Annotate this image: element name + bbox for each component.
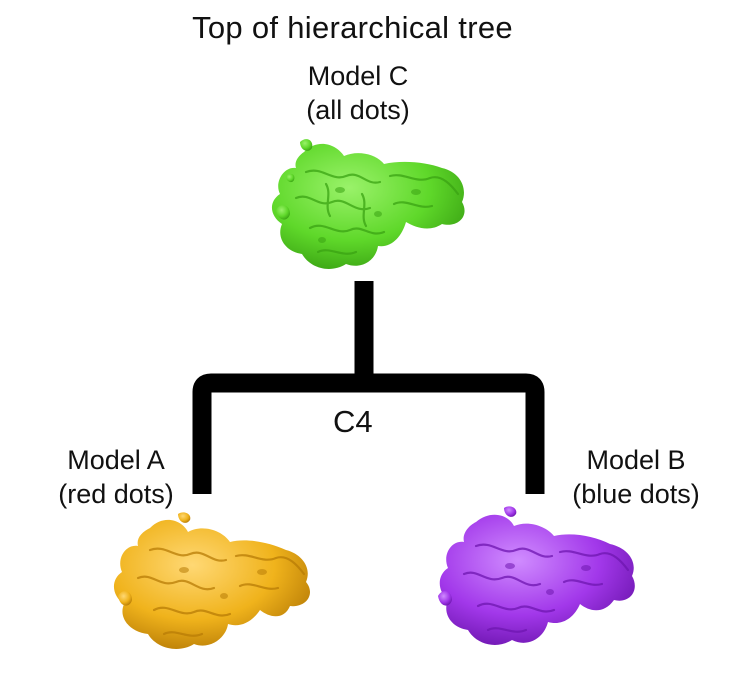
split-label-c4: C4	[333, 404, 373, 439]
model-b-surface	[438, 506, 635, 645]
model-a-surface	[113, 512, 311, 649]
root-model-name: Model C	[307, 61, 409, 91]
model-c-surface	[271, 139, 465, 269]
root-model-label: Model C (all dots)	[268, 60, 448, 128]
root-model-subset: (all dots)	[306, 94, 410, 125]
split-branch-line	[192, 373, 545, 494]
left-model-label: Model A (red dots)	[30, 444, 202, 512]
diagram-title: Top of hierarchical tree	[192, 10, 513, 45]
right-model-name: Model B	[586, 445, 686, 475]
model-a-density-map	[113, 512, 311, 649]
model-b-density-map	[438, 506, 635, 645]
model-c-density-map	[271, 139, 465, 269]
left-model-name: Model A	[67, 445, 165, 475]
left-model-subset: (red dots)	[58, 478, 174, 509]
right-model-subset: (blue dots)	[572, 478, 700, 509]
right-model-label: Model B (blue dots)	[550, 444, 722, 512]
